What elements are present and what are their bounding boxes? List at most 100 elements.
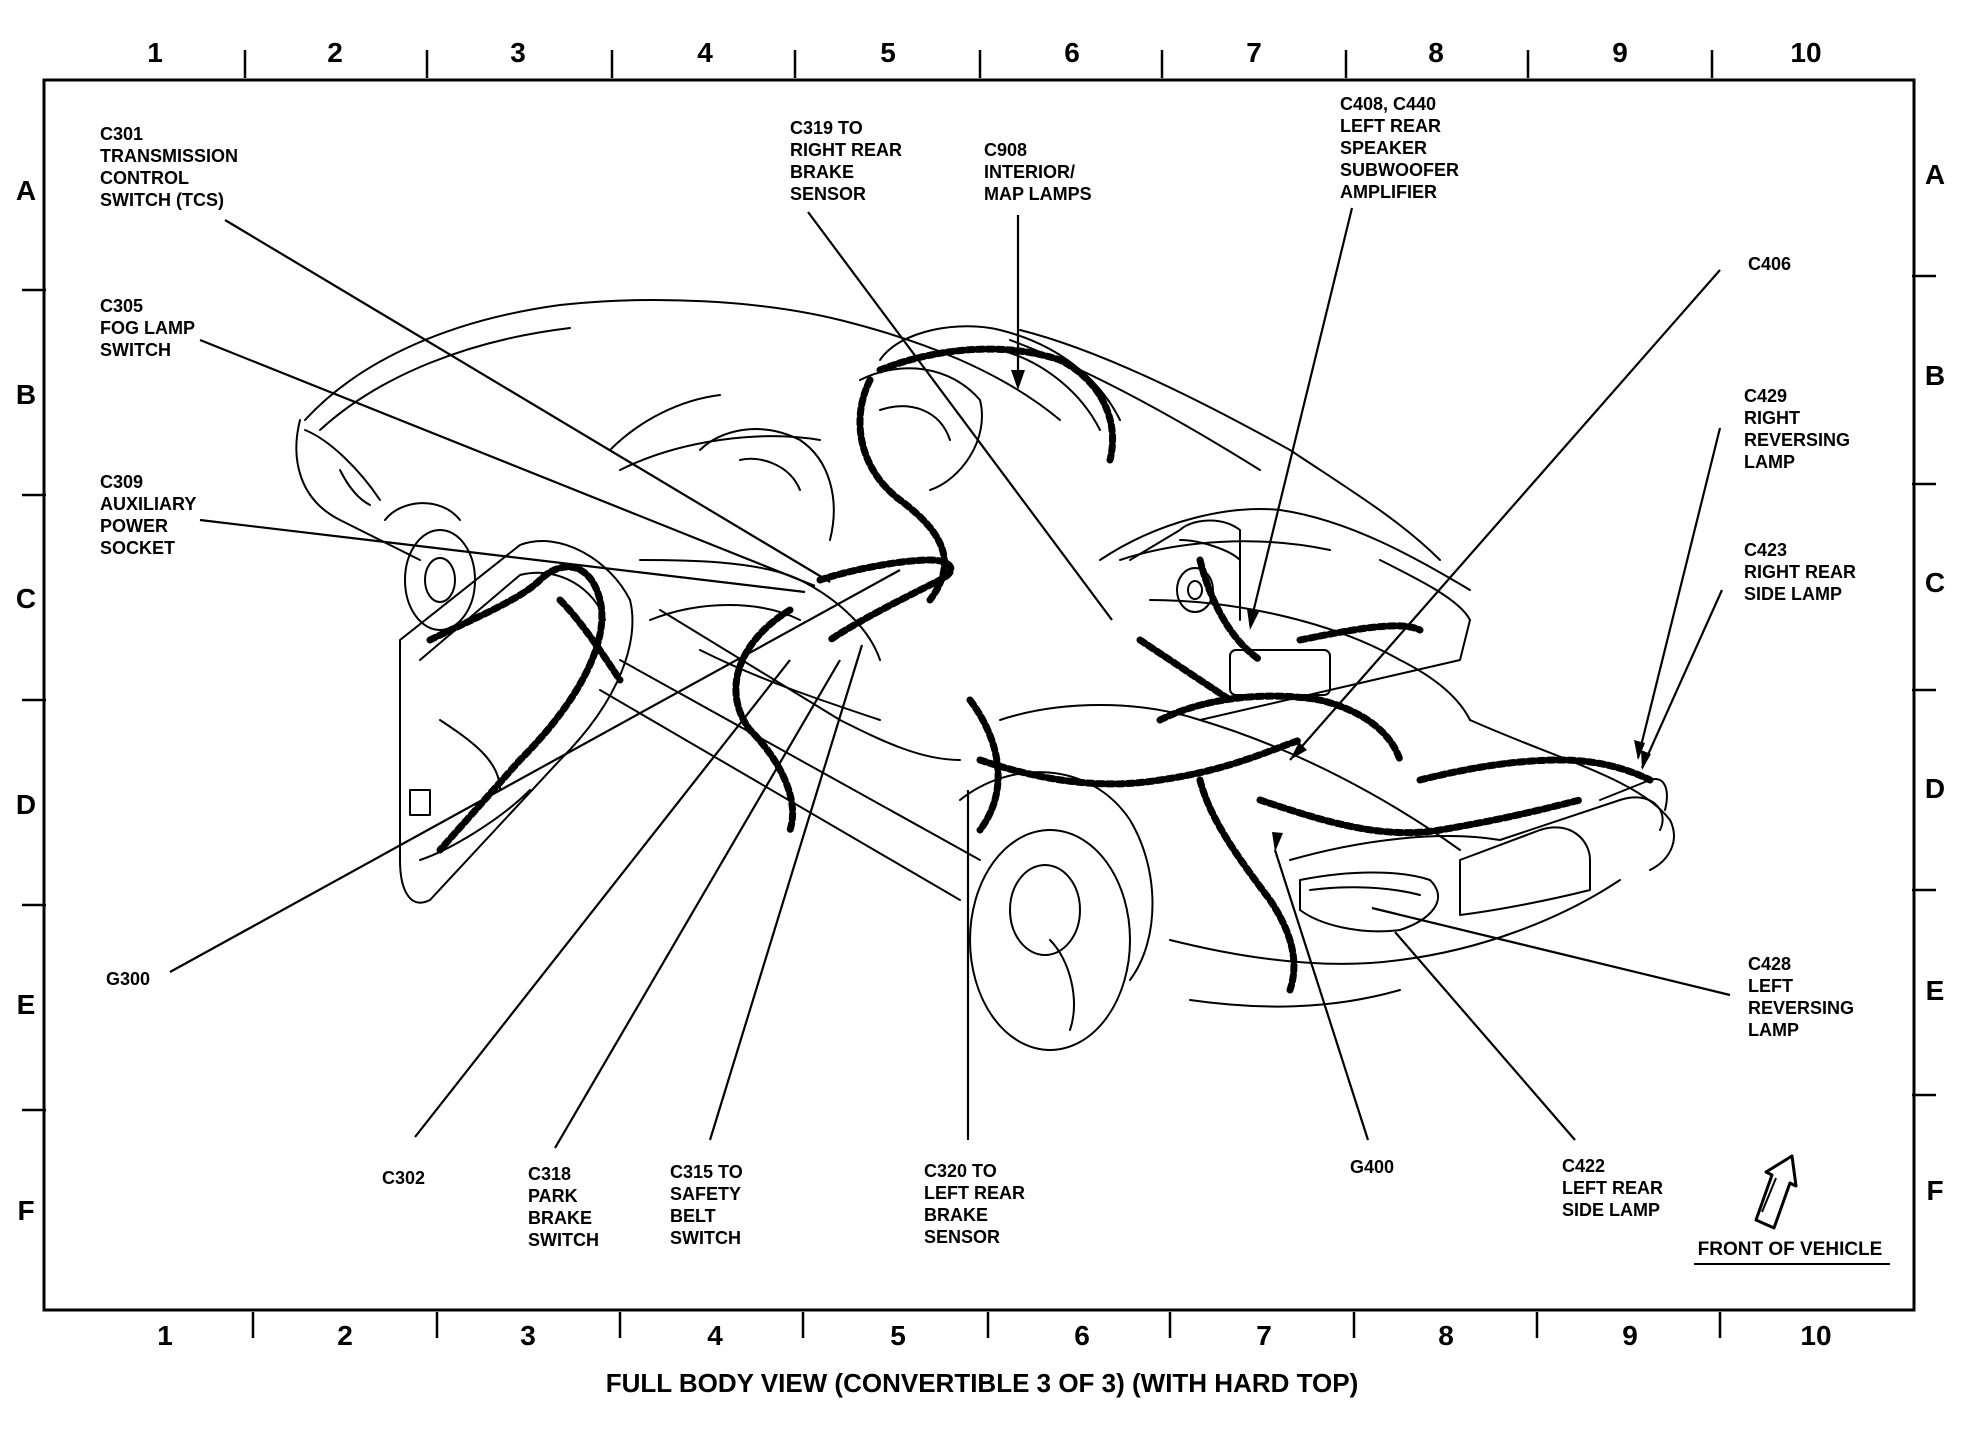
callout-line: C301 [100, 124, 143, 144]
callout-line: SUBWOOFER [1340, 160, 1459, 180]
callout-g300: G300 [106, 969, 150, 989]
grid-row-label: E [17, 989, 36, 1020]
grid-column-label: 7 [1246, 37, 1262, 68]
callout-line: C315 TO [670, 1162, 743, 1182]
diagram-frame [42, 78, 1916, 1312]
leader-c423 [1640, 589, 1724, 769]
leader-c318 [554, 659, 841, 1149]
grid-row-label: B [1925, 360, 1945, 391]
leader-g300 [169, 569, 901, 973]
callout-line: LEFT REAR [1562, 1178, 1663, 1198]
grid-column-label: 10 [1790, 37, 1821, 68]
callout-line: REVERSING [1744, 430, 1850, 450]
callout-line: BELT [670, 1206, 716, 1226]
callout-line: POWER [100, 516, 168, 536]
leader-c422 [1394, 931, 1576, 1141]
grid-column-label: 3 [510, 37, 526, 68]
callout-line: C309 [100, 472, 143, 492]
leader-c302 [414, 659, 791, 1138]
grid-column-label: 9 [1612, 37, 1628, 68]
leader-c315 [708, 644, 864, 1141]
callout-line: BRAKE [528, 1208, 592, 1228]
grid-column-label: 3 [520, 1320, 536, 1351]
grid-row-label: A [16, 175, 36, 206]
callout-line: C319 TO [790, 118, 863, 138]
front-arrow-icon [1754, 1154, 1798, 1230]
front-of-vehicle-label: FRONT OF VEHICLE [1698, 1239, 1883, 1260]
leader-c408 [1248, 207, 1354, 626]
grid-row-label: F [1926, 1175, 1943, 1206]
callout-line: FOG LAMP [100, 318, 195, 338]
grid-column-label: 8 [1438, 1320, 1454, 1351]
callout-line: SOCKET [100, 538, 175, 558]
callout-line: RIGHT REAR [790, 140, 902, 160]
callout-line: LEFT [1748, 976, 1793, 996]
grid-row-label: C [1925, 567, 1945, 598]
callout-line: SIDE LAMP [1744, 584, 1842, 604]
callout-line: SWITCH [528, 1230, 599, 1250]
grid-column-label: 6 [1064, 37, 1080, 68]
grid-row-label: F [17, 1195, 34, 1226]
diagram-caption: FULL BODY VIEW (CONVERTIBLE 3 OF 3) (WIT… [606, 1368, 1359, 1398]
callout-line: RIGHT [1744, 408, 1800, 428]
callout-line: SWITCH [100, 340, 171, 360]
callout-line: C302 [382, 1168, 425, 1188]
callout-line: C408, C440 [1340, 94, 1436, 114]
leader-c429 [1636, 427, 1722, 759]
leader-c319 [807, 211, 1113, 621]
callout-g400: G400 [1350, 1157, 1394, 1177]
leader-c309 [199, 518, 806, 594]
grid-row-label: C [16, 583, 36, 614]
grid-row-label: D [1925, 773, 1945, 804]
leader-c305 [199, 338, 816, 588]
grid-row-label: A [1925, 159, 1945, 190]
leader-lines [169, 207, 1731, 1149]
leader-c428 [1371, 906, 1731, 997]
callout-line: SENSOR [924, 1227, 1000, 1247]
callout-line: TRANSMISSION [100, 146, 238, 166]
callout-line: INTERIOR/ [984, 162, 1075, 182]
grid-column-label: 6 [1074, 1320, 1090, 1351]
callout-line: RIGHT REAR [1744, 562, 1856, 582]
callout-line: CONTROL [100, 168, 189, 188]
grid-column-label: 7 [1256, 1320, 1272, 1351]
leader-g400 [1273, 849, 1370, 1141]
callout-line: SENSOR [790, 184, 866, 204]
callout-c302: C302 [382, 1168, 425, 1188]
callout-c406: C406 [1748, 254, 1791, 274]
leader-arrowheads [1011, 370, 1651, 852]
callout-line: PARK [528, 1186, 578, 1206]
grid-column-label: 4 [707, 1320, 723, 1351]
callout-line: AUXILIARY [100, 494, 196, 514]
grid-column-label: 5 [890, 1320, 906, 1351]
callout-line: LAMP [1744, 452, 1795, 472]
wiring-harness [426, 345, 1654, 994]
grid-column-label: 8 [1428, 37, 1444, 68]
callout-line: SWITCH (TCS) [100, 190, 224, 210]
callout-line: AMPLIFIER [1340, 182, 1437, 202]
callout-line: SIDE LAMP [1562, 1200, 1660, 1220]
grid-column-label: 1 [157, 1320, 173, 1351]
callout-line: C422 [1562, 1156, 1605, 1176]
leader-c301 [224, 219, 831, 583]
grid-column-label: 1 [147, 37, 163, 68]
callout-line: C406 [1748, 254, 1791, 274]
callout-line: C908 [984, 140, 1027, 160]
callout-line: G400 [1350, 1157, 1394, 1177]
callout-line: MAP LAMPS [984, 184, 1092, 204]
callout-line: REVERSING [1748, 998, 1854, 1018]
